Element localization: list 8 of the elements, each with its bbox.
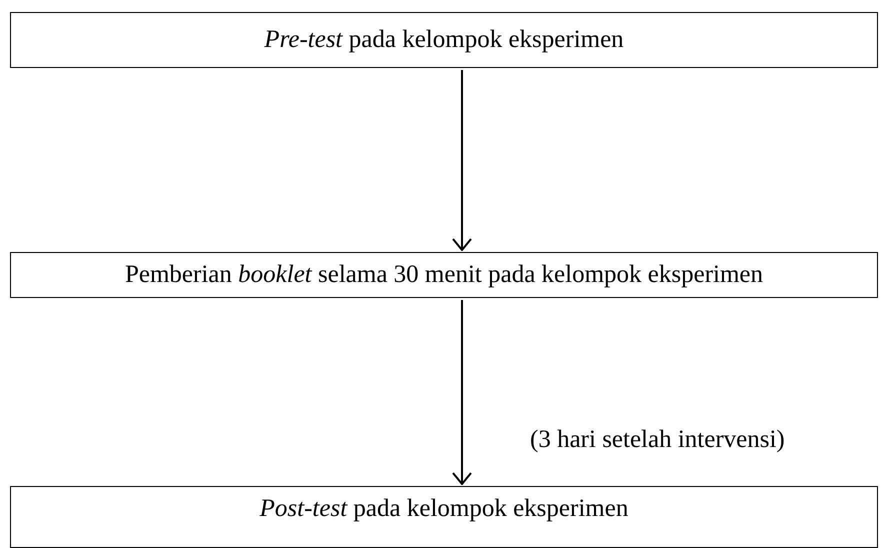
box-text: Pemberian booklet selama 30 menit pada kelompok eksperimen (124, 261, 764, 289)
arrow (452, 70, 472, 251)
process-box (10, 12, 878, 68)
box-text: Post-test pada kelompok eksperimen (260, 495, 628, 523)
process-box (10, 486, 878, 548)
arrow (452, 300, 472, 485)
box-text: Pre-test pada kelompok eksperimen (264, 26, 624, 54)
process-box (10, 252, 878, 298)
